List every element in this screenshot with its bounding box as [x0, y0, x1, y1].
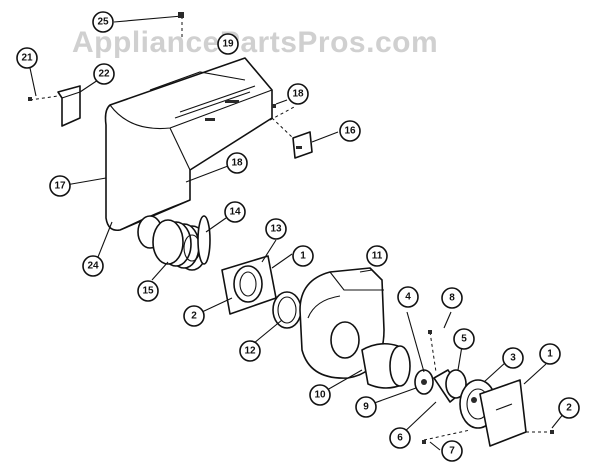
- svg-text:17: 17: [54, 181, 66, 192]
- callout-24: 24: [82, 255, 104, 277]
- svg-text:3: 3: [510, 353, 516, 364]
- fasteners: [28, 12, 554, 444]
- svg-text:8: 8: [449, 293, 455, 304]
- duct-ring: [197, 215, 211, 265]
- callout-4: 4: [397, 286, 419, 308]
- bracket-part: [57, 85, 81, 127]
- explode-lines: [29, 16, 552, 441]
- callout-8: 8: [441, 287, 463, 309]
- callout-21: 21: [16, 47, 38, 69]
- callout-17: 17: [49, 175, 71, 197]
- callout-22: 22: [93, 63, 115, 85]
- svg-text:22: 22: [98, 69, 110, 80]
- svg-text:7: 7: [449, 446, 455, 457]
- callout-1b: 1: [539, 343, 561, 365]
- mount-plate: [221, 255, 277, 315]
- coupling-part: [414, 369, 434, 395]
- callout-18b: 18: [226, 152, 248, 174]
- blower-wheel: [361, 342, 411, 389]
- svg-text:21: 21: [21, 53, 33, 64]
- svg-text:16: 16: [344, 126, 356, 137]
- callout-12: 12: [239, 340, 261, 362]
- svg-text:2: 2: [566, 403, 572, 414]
- svg-text:2: 2: [191, 311, 197, 322]
- svg-text:13: 13: [270, 224, 282, 235]
- svg-text:9: 9: [363, 402, 369, 413]
- callout-25: 25: [92, 11, 114, 33]
- svg-text:25: 25: [97, 17, 109, 28]
- svg-text:14: 14: [229, 207, 241, 218]
- svg-text:18: 18: [231, 158, 243, 169]
- callout-19: 19: [217, 33, 239, 55]
- svg-text:15: 15: [142, 286, 154, 297]
- callout-10: 10: [309, 384, 331, 406]
- callout-6: 6: [389, 427, 411, 449]
- callout-2a: 2: [183, 305, 205, 327]
- callout-14: 14: [224, 201, 246, 223]
- callout-2b: 2: [558, 397, 580, 419]
- callout-16: 16: [339, 120, 361, 142]
- callout-11: 11: [366, 245, 388, 267]
- callout-15: 15: [137, 280, 159, 302]
- svg-text:1: 1: [547, 349, 553, 360]
- watermark-text: AppliancePartsPros.com: [72, 26, 438, 59]
- svg-text:1: 1: [300, 251, 306, 262]
- svg-text:5: 5: [461, 334, 467, 345]
- svg-text:12: 12: [244, 346, 256, 357]
- callout-9: 9: [355, 396, 377, 418]
- callout-3: 3: [502, 347, 524, 369]
- gasket-ring: [272, 291, 302, 329]
- motor-part: [433, 369, 467, 403]
- svg-text:4: 4: [405, 292, 411, 303]
- callout-7: 7: [441, 440, 463, 462]
- leader-lines: [29, 15, 569, 451]
- svg-text:19: 19: [222, 39, 234, 50]
- callout-1a: 1: [292, 245, 314, 267]
- svg-text:24: 24: [87, 261, 99, 272]
- svg-text:10: 10: [314, 390, 326, 401]
- clip-part: [292, 131, 313, 159]
- cabinet-housing: [104, 57, 273, 249]
- svg-text:6: 6: [397, 433, 403, 444]
- svg-text:18: 18: [292, 89, 304, 100]
- svg-text:11: 11: [372, 251, 383, 262]
- callout-5: 5: [453, 328, 475, 350]
- callout-13: 13: [265, 218, 287, 240]
- callout-18a: 18: [287, 83, 309, 105]
